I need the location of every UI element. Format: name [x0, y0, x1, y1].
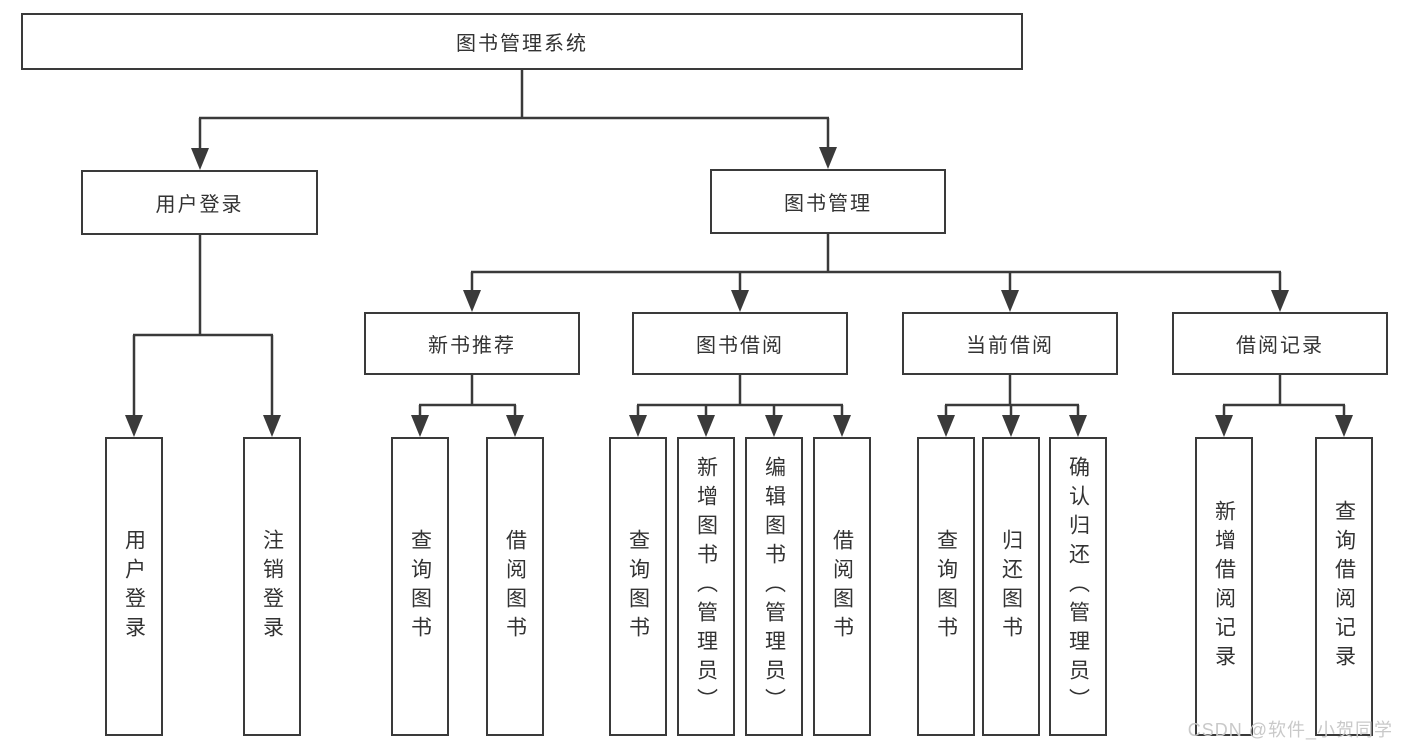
leaf-add-book-admin: 新增图书（管理员） [677, 437, 735, 736]
leaf-user-login: 用户登录 [105, 437, 163, 736]
csdn-watermark: CSDN @软件_小贺同学 [1187, 720, 1393, 740]
leaf-query-books-recommend: 查询图书 [391, 437, 449, 736]
leaf-borrow-books: 借阅图书 [813, 437, 871, 736]
leaf-query-books-borrow: 查询图书 [609, 437, 667, 736]
leaf-add-borrow-record: 新增借阅记录 [1195, 437, 1253, 736]
leaf-edit-book-admin: 编辑图书（管理员） [745, 437, 803, 736]
node-book-borrow: 图书借阅 [632, 312, 848, 375]
leaf-confirm-return-admin: 确认归还（管理员） [1049, 437, 1107, 736]
leaf-query-books-current: 查询图书 [917, 437, 975, 736]
node-book-management: 图书管理 [710, 169, 946, 234]
node-borrow-records: 借阅记录 [1172, 312, 1388, 375]
node-root-library-system: 图书管理系统 [21, 13, 1023, 70]
leaf-logout: 注销登录 [243, 437, 301, 736]
leaf-borrow-books-recommend: 借阅图书 [486, 437, 544, 736]
node-new-book-recommend: 新书推荐 [364, 312, 580, 375]
node-user-login: 用户登录 [81, 170, 318, 235]
leaf-query-borrow-record: 查询借阅记录 [1315, 437, 1373, 736]
leaf-return-book: 归还图书 [982, 437, 1040, 736]
node-current-borrow: 当前借阅 [902, 312, 1118, 375]
